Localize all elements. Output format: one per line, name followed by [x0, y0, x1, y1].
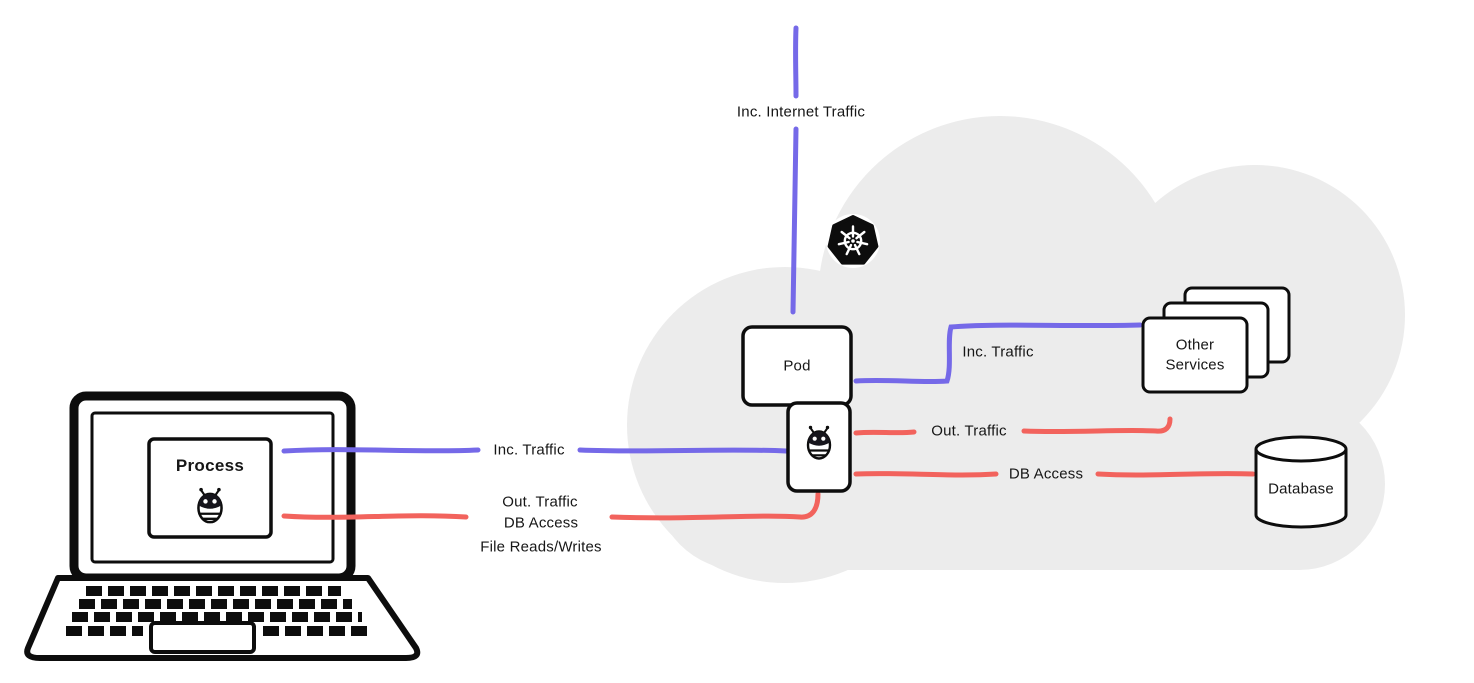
- process-label: Process: [175, 456, 245, 475]
- process-bee-icon: [197, 486, 223, 524]
- edge-label-inc-traffic-host: Inc. Traffic: [493, 441, 565, 459]
- database-label: Database: [1268, 480, 1334, 498]
- edge-label-db-access-cluster: DB Access: [1008, 465, 1084, 483]
- agent-bee-icon: [806, 424, 832, 460]
- edge-label-out-traffic-host: Out. Traffic: [502, 493, 578, 511]
- edge-label-inc-traffic-cluster: Inc. Traffic: [962, 343, 1034, 361]
- edge-process-incoming: [281, 447, 789, 454]
- other-services-node: [1141, 286, 1291, 394]
- edge-label-db-access-host: DB Access: [503, 514, 579, 532]
- laptop-trackpad: [149, 621, 256, 654]
- edges: [281, 25, 1256, 521]
- edge-label-file-reads-writes: File Reads/Writes: [480, 538, 602, 556]
- database-node: [1254, 435, 1348, 529]
- pod-label: Pod: [783, 357, 811, 375]
- edge-internet-to-pod: [790, 25, 799, 315]
- process-node: [147, 437, 273, 539]
- edge-label-inc-internet-traffic: Inc. Internet Traffic: [736, 103, 866, 121]
- edge-agent-to-database: [853, 471, 1256, 478]
- other-services-label: Other Services: [1165, 336, 1225, 374]
- edge-pod-to-services: [853, 322, 1143, 385]
- edge-label-out-traffic-cluster: Out. Traffic: [931, 422, 1007, 440]
- agent-node: [786, 401, 852, 493]
- kubernetes-icon: [826, 214, 880, 268]
- edge-agent-to-services: [853, 416, 1173, 436]
- edge-process-outgoing: [281, 491, 821, 521]
- laptop-keyboard: [66, 586, 372, 636]
